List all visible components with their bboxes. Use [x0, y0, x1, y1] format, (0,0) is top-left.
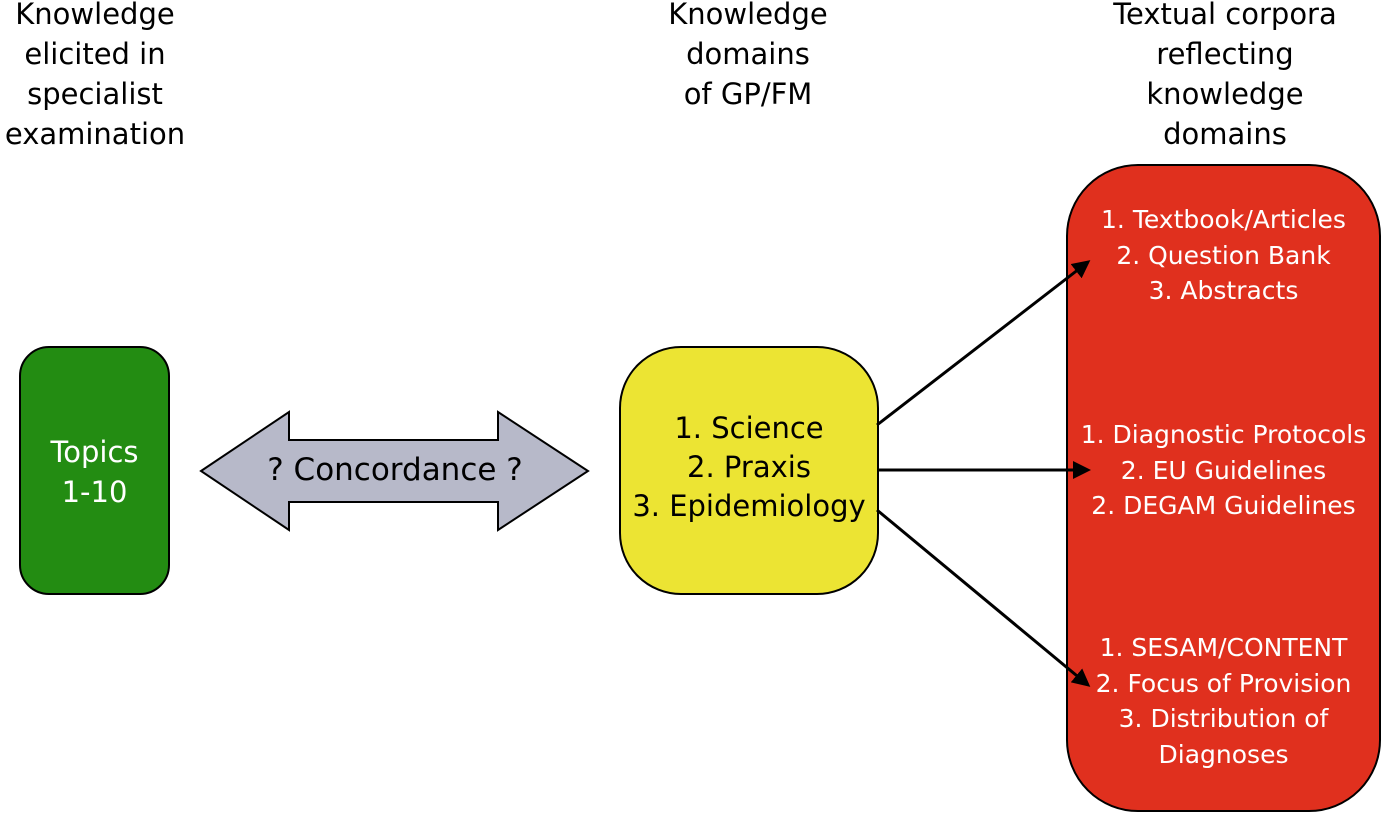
heading-line: Textual corpora: [1113, 0, 1337, 31]
corpus-item: 2. EU Guidelines: [1120, 455, 1327, 485]
corpus-item: 1. Textbook/Articles: [1101, 205, 1346, 234]
corpus-item: 3. Distribution of: [1118, 704, 1329, 733]
heading-line: domains: [686, 37, 810, 71]
domains-list: 1. Science 2. Praxis 3. Epidemiology: [619, 409, 879, 526]
heading-knowledge-domains: Knowledge domains of GP/FM: [642, 0, 854, 114]
heading-exam-knowledge: Knowledge elicited in specialist examina…: [0, 0, 190, 154]
arrow-to-group-3: [876, 508, 1091, 687]
topics-box: [19, 346, 170, 595]
heading-line: of GP/FM: [683, 77, 813, 111]
domain-item: 2. Praxis: [687, 450, 811, 484]
heading-line: examination: [4, 117, 186, 151]
heading-line: knowledge: [1146, 77, 1304, 111]
corpora-group-praxis: 1. Diagnostic Protocols 2. EU Guidelines…: [1066, 417, 1381, 524]
corpus-item: 1. Diagnostic Protocols: [1080, 420, 1367, 449]
corpora-group-epidemiology: 1. SESAM/CONTENT 2. Focus of Provision 3…: [1066, 630, 1381, 772]
corpus-item: 2. Focus of Provision: [1095, 668, 1352, 698]
corpus-item: 2. Question Bank: [1116, 240, 1331, 270]
heading-line: domains: [1163, 117, 1287, 151]
domain-item: 1. Science: [674, 411, 824, 445]
topics-line: Topics: [50, 435, 139, 469]
topics-text: Topics 1-10: [19, 432, 170, 512]
corpus-item: 1. SESAM/CONTENT: [1099, 633, 1348, 662]
heading-line: Knowledge: [15, 0, 175, 31]
domain-item: 3. Epidemiology: [632, 489, 866, 523]
concordance-label: ? Concordance ?: [267, 452, 523, 488]
heading-line: elicited in: [24, 37, 166, 71]
heading-line: Knowledge: [668, 0, 828, 31]
corpus-item: 3. Abstracts: [1148, 276, 1299, 305]
corpus-item: Diagnoses: [1158, 739, 1289, 769]
heading-line: reflecting: [1156, 37, 1294, 71]
heading-textual-corpora: Textual corpora reflecting knowledge dom…: [1080, 0, 1370, 154]
concordance-double-arrow: [199, 410, 590, 532]
topics-line: 1-10: [61, 475, 128, 509]
corpus-item: 2. DEGAM Guidelines: [1091, 491, 1356, 520]
heading-line: specialist: [27, 77, 163, 111]
textual-corpora-box: [1066, 164, 1381, 812]
corpora-group-science: 1. Textbook/Articles 2. Question Bank 3.…: [1066, 202, 1381, 309]
arrow-to-group-1: [876, 260, 1091, 427]
